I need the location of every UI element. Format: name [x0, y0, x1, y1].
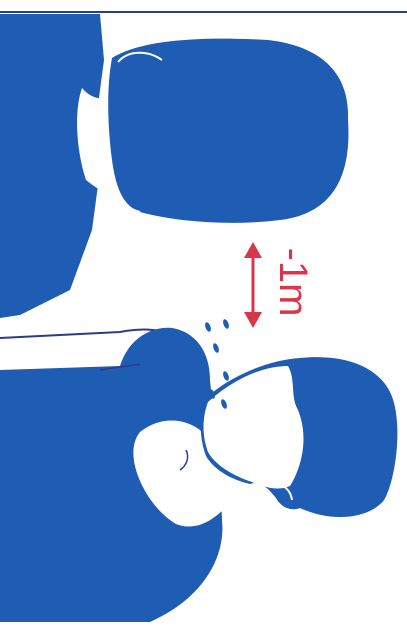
arrow-head-top [244, 242, 262, 258]
arrow-head-bottom [244, 312, 262, 328]
distance-label: -1m [271, 248, 315, 317]
droplet [222, 318, 230, 329]
droplet [212, 342, 220, 353]
droplet [204, 321, 212, 332]
droplet [222, 370, 230, 381]
lower-person [0, 328, 397, 622]
person-silhouette-icon [108, 39, 348, 223]
double-arrow-icon [244, 242, 262, 328]
